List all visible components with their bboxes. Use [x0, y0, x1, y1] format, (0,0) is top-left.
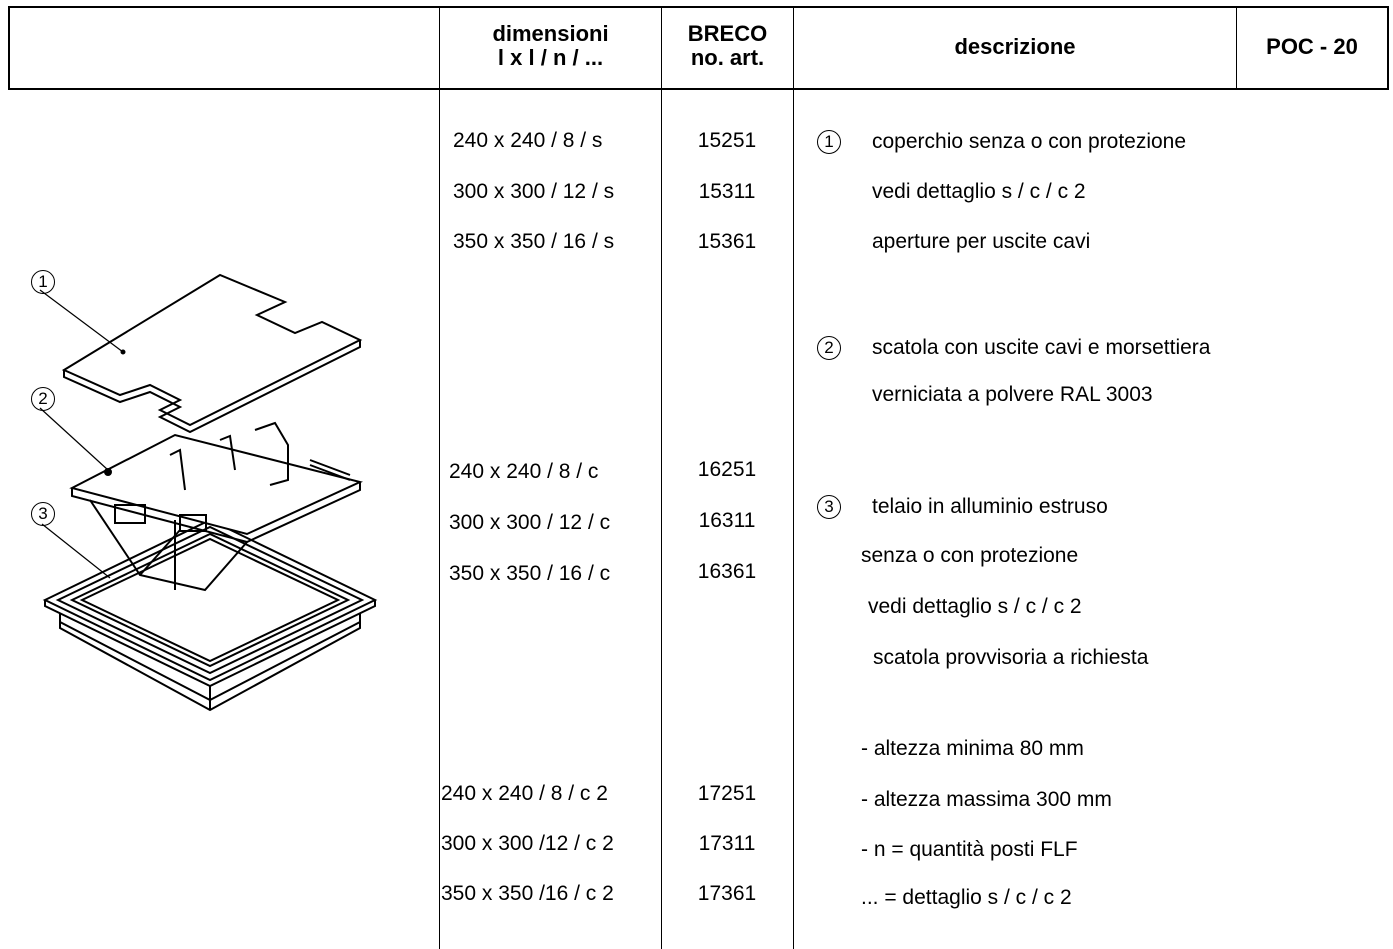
col-divider-breco [661, 6, 662, 949]
header-breco: BRECO no. art. [662, 22, 793, 70]
art-c2-3: 17361 [697, 882, 757, 905]
col-divider-dimensions [439, 6, 440, 949]
note-1: - altezza minima 80 mm [861, 737, 1084, 760]
desc3-line1: telaio in alluminio estruso [872, 495, 1108, 518]
note-4: ... = dettaglio s / c / c 2 [861, 886, 1072, 909]
lid-drawing [61, 273, 363, 434]
desc1-line1: coperchio senza o con protezione [872, 130, 1187, 153]
exploded-isometric-drawing [39, 273, 378, 712]
table-top-border [8, 6, 1389, 8]
art-s-3: 15361 [697, 230, 757, 253]
leader-line-1 [39, 289, 124, 353]
col-divider-code [1236, 6, 1237, 90]
header-breco-line1: BRECO [687, 21, 768, 46]
dim-c2-3: 350 x 350 /16 / c 2 [441, 882, 614, 905]
dim-c2-2: 300 x 300 /12 / c 2 [441, 832, 614, 855]
art-s-2: 15311 [698, 180, 756, 203]
desc2-line1: scatola con uscite cavi e morsettiera [872, 336, 1211, 359]
dim-s-3: 350 x 350 / 16 / s [453, 230, 615, 253]
header-bottom-border [8, 88, 1389, 90]
art-c-2: 16311 [698, 509, 756, 532]
marker-1: 1 [817, 130, 841, 154]
header-dimensions-line2: l x l / n / ... [497, 45, 604, 70]
header-description: descrizione [954, 34, 1076, 59]
cable-box-drawing [69, 421, 363, 592]
art-c-1: 16251 [697, 458, 757, 481]
desc1-line2: vedi dettaglio s / c / c 2 [872, 180, 1086, 203]
table-right-border [1387, 6, 1389, 90]
note-3: - n = quantità posti FLF [861, 838, 1078, 861]
desc1-line3: aperture per uscite cavi [872, 230, 1091, 253]
drawing-marker-1: 1 [31, 270, 55, 294]
desc3-line2: senza o con protezione [861, 544, 1079, 567]
desc2-line2: verniciata a polvere RAL 3003 [872, 383, 1153, 406]
note-2: - altezza massima 300 mm [861, 788, 1112, 811]
leader-line-2 [39, 407, 109, 471]
marker-3: 3 [817, 495, 841, 519]
art-s-1: 15251 [697, 129, 757, 152]
table-left-border [8, 6, 10, 90]
dim-c-2: 300 x 300 / 12 / c [449, 511, 611, 534]
desc3-line4: scatola provvisoria a richiesta [873, 646, 1149, 669]
dim-s-2: 300 x 300 / 12 / s [453, 180, 615, 203]
dim-c-1: 240 x 240 / 8 / c [449, 460, 599, 483]
col-divider-description [793, 6, 794, 949]
header-dimensions: dimensioni l x l / n / ... [440, 22, 661, 70]
header-dimensions-line1: dimensioni [492, 21, 609, 46]
dim-c-3: 350 x 350 / 16 / c [449, 562, 611, 585]
dim-c2-1: 240 x 240 / 8 / c 2 [441, 782, 608, 805]
header-breco-line2: no. art. [690, 45, 765, 70]
marker-2: 2 [817, 336, 841, 360]
aluminium-frame-drawing [42, 518, 378, 712]
art-c2-2: 17311 [698, 832, 756, 855]
leader-line-3 [41, 523, 111, 579]
art-c-3: 16361 [697, 560, 757, 583]
dim-s-1: 240 x 240 / 8 / s [453, 129, 603, 152]
art-c2-1: 17251 [697, 782, 757, 805]
header-code: POC - 20 [1266, 34, 1358, 59]
desc3-line3: vedi dettaglio s / c / c 2 [868, 595, 1082, 618]
